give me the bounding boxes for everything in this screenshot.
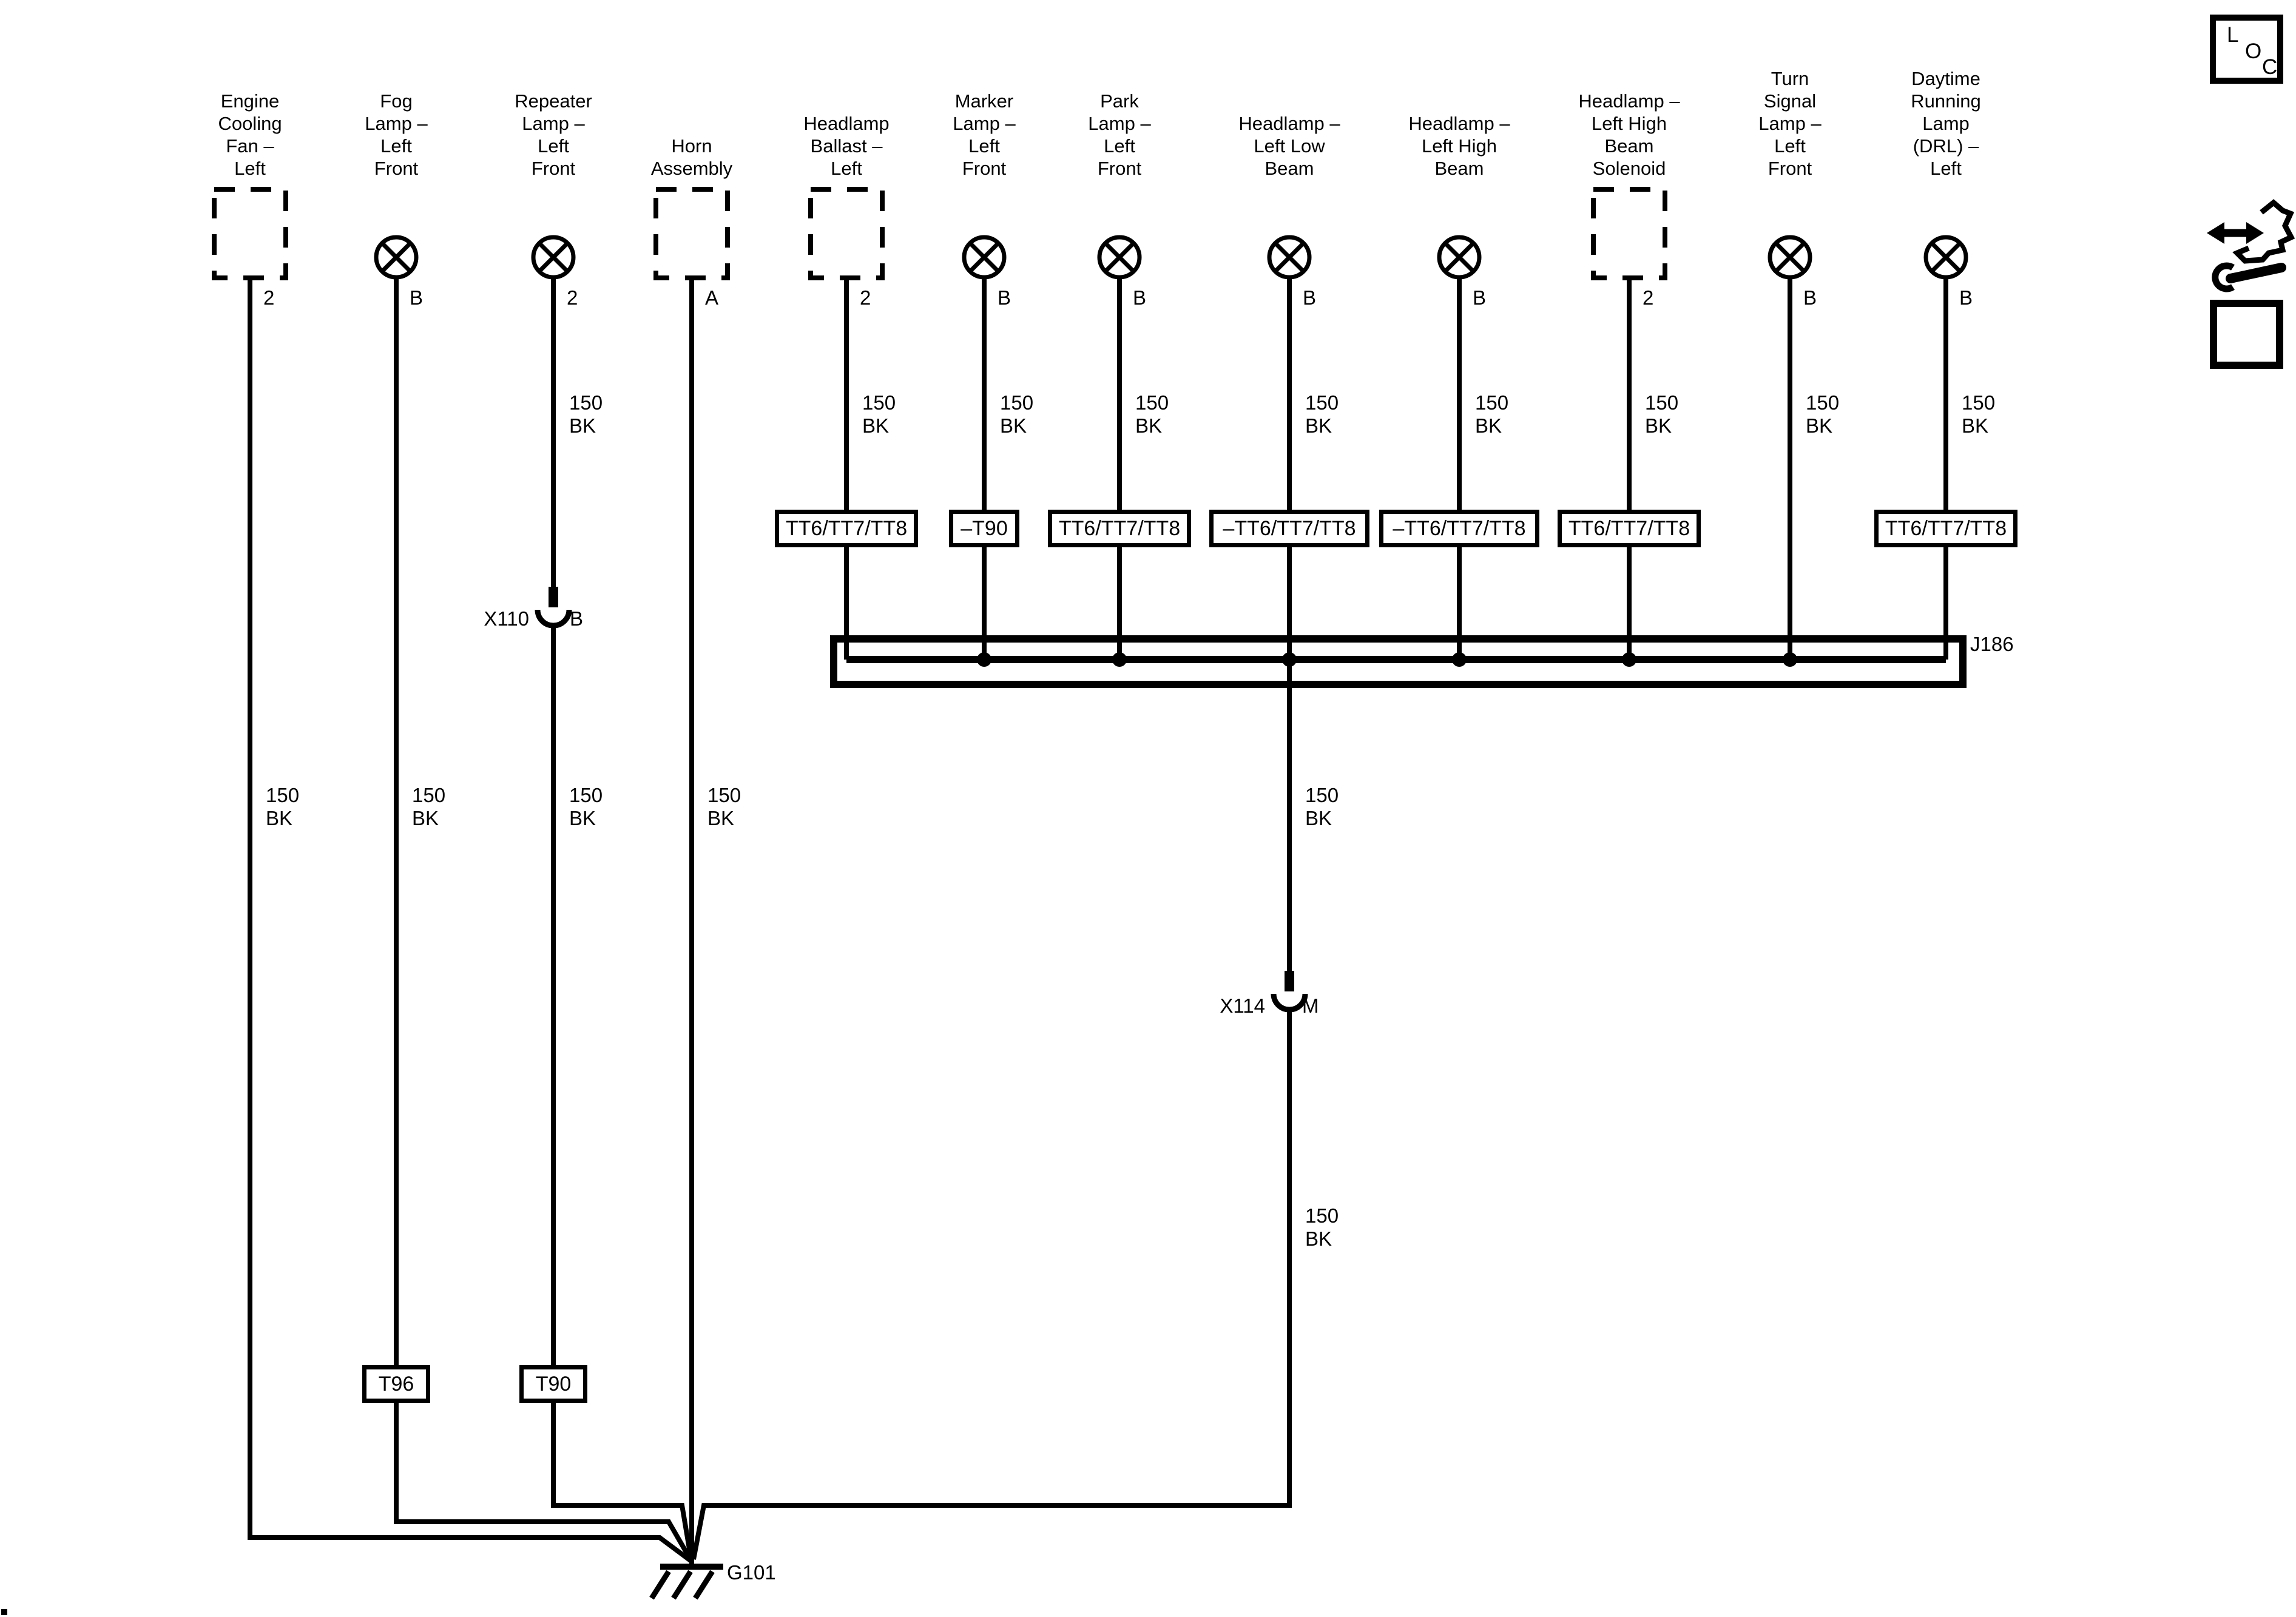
wire-label-150bk: 150 BK <box>1135 391 1169 437</box>
diagnostic-wrench-icon[interactable] <box>2207 199 2295 292</box>
pin-label: B <box>410 286 424 309</box>
harness-box-tt-high-beam: –TT6/TT7/TT8 <box>1379 510 1539 547</box>
component-label-drl-lamp: Daytime Running Lamp (DRL) – Left <box>1911 68 1981 179</box>
connector-id-x114: X114 <box>1220 994 1265 1017</box>
horn-assembly-box-icon <box>653 187 730 280</box>
takeout-box-t96: T96 <box>362 1365 430 1403</box>
connector-pin-x110: B <box>570 607 584 630</box>
wire-label-150bk: 150 BK <box>1962 391 1996 437</box>
component-label-marker-lamp: Marker Lamp – Left Front <box>953 90 1016 179</box>
component-label-low-beam: Headlamp – Left Low Beam <box>1238 113 1340 179</box>
splice-pack-j186 <box>830 635 1967 688</box>
pin-label: B <box>1303 286 1317 309</box>
ground-wires <box>248 277 1948 1567</box>
wire-repeater-lower <box>551 624 694 1560</box>
repeater-lamp-icon <box>531 235 576 280</box>
splice-pack-outline <box>830 635 1967 688</box>
high-beam-solenoid-box-icon <box>1591 187 1667 280</box>
wire-label-150bk: 150 BK <box>1000 391 1034 437</box>
harness-box-tt-park: TT6/TT7/TT8 <box>1048 510 1191 547</box>
dashed-component-boxes <box>212 187 1667 280</box>
wire-label-150bk: 150 BK <box>1305 784 1339 829</box>
component-label-repeater-lamp: Repeater Lamp – Left Front <box>515 90 592 179</box>
pin-label: A <box>705 286 719 309</box>
turn-signal-lamp-icon <box>1768 235 1812 280</box>
engine-cooling-fan-box-icon <box>212 187 288 280</box>
component-label-high-beam: Headlamp – Left High Beam <box>1408 113 1510 179</box>
wire-label-150bk: 150 BK <box>1645 391 1679 437</box>
pin-label: 2 <box>860 286 871 309</box>
harness-box-t90-marker: –T90 <box>949 510 1019 547</box>
wire-label-150bk: 150 BK <box>569 784 603 829</box>
fog-lamp-icon <box>374 235 419 280</box>
wire-low-beam-lower <box>691 1008 1292 1560</box>
drl-lamp-icon <box>1923 235 1968 280</box>
wire-label-150bk: 150 BK <box>862 391 896 437</box>
harness-box-tt-solenoid: TT6/TT7/TT8 <box>1558 510 1701 547</box>
component-label-high-beam-solenoid: Headlamp – Left High Beam Solenoid <box>1578 90 1680 179</box>
low-beam-lamp-icon <box>1267 235 1312 280</box>
wire-label-150bk: 150 BK <box>1305 1204 1339 1250</box>
lamp-icons <box>374 235 1968 280</box>
wire-engine-cooling-fan <box>248 278 692 1563</box>
loc-legend-button[interactable]: L O C <box>2210 15 2283 84</box>
component-label-horn-assembly: Horn Assembly <box>650 135 733 179</box>
pin-label: B <box>1133 286 1147 309</box>
takeout-box-t90: T90 <box>519 1365 587 1403</box>
pin-label: B <box>998 286 1011 309</box>
wire-label-150bk: 150 BK <box>266 784 300 829</box>
component-label-headlamp-ballast: Headlamp Ballast – Left <box>803 113 890 179</box>
harness-box-tt-drl: TT6/TT7/TT8 <box>1874 510 2017 547</box>
wire-label-150bk: 150 BK <box>707 784 741 829</box>
wire-label-150bk: 150 BK <box>1305 391 1339 437</box>
pin-label: B <box>1803 286 1817 309</box>
headlamp-ballast-box-icon <box>808 187 885 280</box>
marker-lamp-icon <box>962 235 1007 280</box>
loc-letter-o: O <box>2245 39 2262 63</box>
pin-label: 2 <box>1643 286 1654 309</box>
scan-artifact-dot <box>1 1609 7 1615</box>
next-page-button[interactable] <box>2210 300 2283 369</box>
junction-label-j186: J186 <box>1970 633 2014 655</box>
component-label-fog-lamp: Fog Lamp – Left Front <box>365 90 428 179</box>
inline-connector-x110-icon <box>535 587 572 629</box>
pin-label: 2 <box>263 286 275 309</box>
park-lamp-icon <box>1097 235 1142 280</box>
ground-label-g101: G101 <box>727 1561 776 1584</box>
component-label-engine-cooling-fan: Engine Cooling Fan – Left <box>218 90 282 179</box>
splice-junction-dots <box>977 652 1797 667</box>
component-label-park-lamp: Park Lamp – Left Front <box>1088 90 1151 179</box>
ground-symbol-icon <box>649 1564 723 1600</box>
inline-connector-x114-icon <box>1271 971 1308 1013</box>
wire-label-150bk: 150 BK <box>1475 391 1509 437</box>
connector-id-x110: X110 <box>484 607 529 630</box>
pin-label: B <box>1473 286 1487 309</box>
loc-letter-c: C <box>2262 55 2278 79</box>
loc-letter-l: L <box>2227 23 2239 47</box>
wire-label-150bk: 150 BK <box>569 391 603 437</box>
pin-label: 2 <box>567 286 578 309</box>
high-beam-lamp-icon <box>1437 235 1482 280</box>
harness-box-tt-low-beam: –TT6/TT7/TT8 <box>1209 510 1369 547</box>
connector-pin-x114: M <box>1302 994 1319 1017</box>
component-label-turn-signal-lamp: Turn Signal Lamp – Left Front <box>1758 68 1822 179</box>
wire-fog-lamp <box>394 278 694 1562</box>
wire-label-150bk: 150 BK <box>412 784 446 829</box>
wire-label-150bk: 150 BK <box>1806 391 1840 437</box>
harness-box-tt-ballast: TT6/TT7/TT8 <box>775 510 918 547</box>
pin-label: B <box>1959 286 1973 309</box>
